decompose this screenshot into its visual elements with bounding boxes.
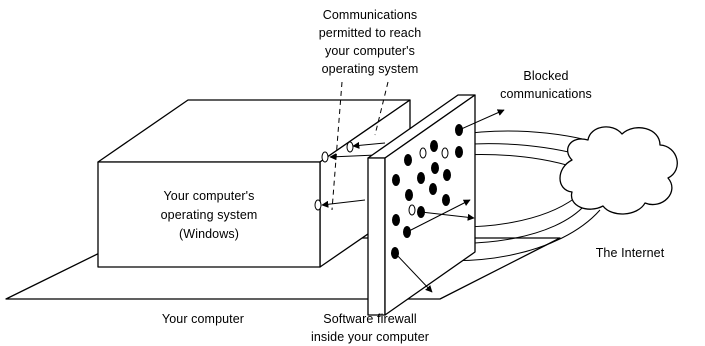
- blocked-arrow: [420, 211, 475, 221]
- permitted-label-line-4: operating system: [322, 62, 419, 76]
- blocked-arrow: [458, 109, 505, 131]
- internet-label: The Internet: [596, 246, 665, 260]
- computer-label: Your computer: [162, 312, 244, 326]
- blocked-label-line-2: communications: [500, 87, 592, 101]
- permitted-dashed-line: [331, 81, 343, 211]
- os-entry-hole: [321, 151, 329, 163]
- permitted-dashed-line: [374, 81, 389, 136]
- blocked-arrow: [394, 252, 433, 293]
- permitted-arrow: [321, 199, 366, 208]
- os-label-line-3: (Windows): [179, 227, 239, 241]
- permitted-label-line-3: your computer's: [325, 44, 415, 58]
- os-box: [97, 99, 411, 268]
- blocked-label-line-1: Blocked: [523, 69, 568, 83]
- cloud-icon: [559, 126, 678, 215]
- os-entry-hole: [314, 199, 322, 211]
- permitted-label-line-2: permitted to reach: [319, 26, 422, 40]
- firewall-label-line-1: Software firewall: [323, 312, 416, 326]
- os-label-line-1: Your computer's: [164, 189, 255, 203]
- permitted-arrow: [352, 141, 386, 149]
- firewall-label-line-2: inside your computer: [311, 330, 429, 344]
- firewall-open-ports: [346, 141, 449, 216]
- permitted-label-line-1: Communications: [323, 8, 418, 22]
- os-label-line-2: operating system: [161, 208, 258, 222]
- firewall-panel: [367, 94, 476, 316]
- blocked-arrow: [406, 199, 471, 233]
